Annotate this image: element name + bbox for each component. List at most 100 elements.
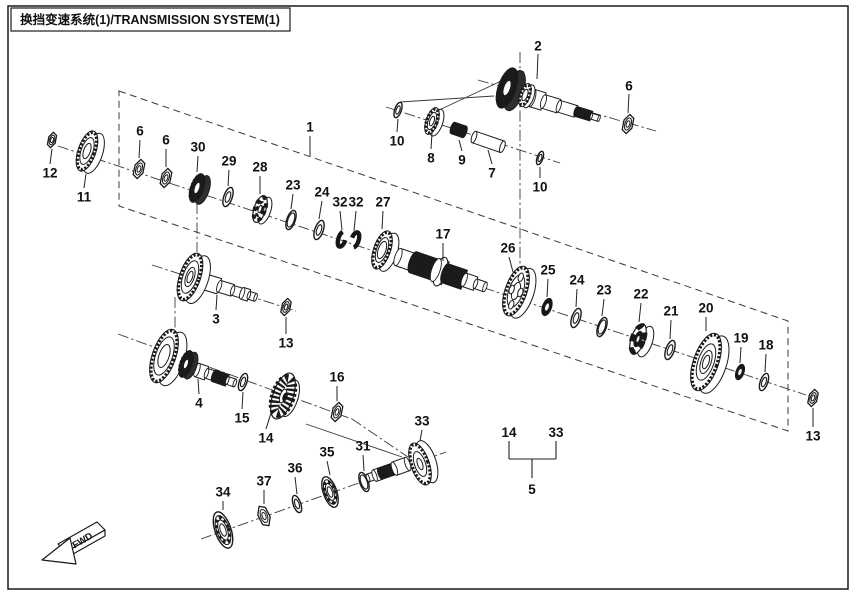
part-nut-13b xyxy=(807,388,819,408)
callout-10: 10 xyxy=(532,167,548,195)
callout-number: 4 xyxy=(195,396,203,411)
callout-number: 25 xyxy=(540,263,556,278)
callout-number: 36 xyxy=(287,461,303,476)
title-box xyxy=(10,7,291,32)
part-gear-20 xyxy=(690,332,730,394)
page-border xyxy=(7,5,849,590)
half-ring xyxy=(335,229,349,249)
shaft-step xyxy=(589,112,594,120)
part-shaft-3-gear xyxy=(176,252,211,304)
callout-10: 10 xyxy=(389,118,405,149)
callout-number: 26 xyxy=(500,241,516,256)
leader-line xyxy=(305,423,403,458)
callout-leader-line xyxy=(138,139,141,159)
callout-leader-line xyxy=(458,139,463,152)
callout-number: 15 xyxy=(234,411,250,426)
cylinder-end xyxy=(449,121,457,135)
callout-leader-line xyxy=(353,210,357,232)
gear-web-hole xyxy=(508,300,515,310)
nut-bore xyxy=(261,511,267,521)
callout-8: 8 xyxy=(427,132,435,166)
part-oring-19 xyxy=(734,363,746,381)
gear-teeth xyxy=(188,173,206,203)
callout-number: 12 xyxy=(42,166,57,181)
callout-15: 15 xyxy=(234,391,250,426)
callout-leader-line xyxy=(339,210,343,231)
callout-23: 23 xyxy=(285,178,301,210)
gear-hub xyxy=(701,354,711,370)
gear-hub xyxy=(521,88,529,102)
callout-11: 11 xyxy=(77,173,92,205)
callout-leader-line xyxy=(508,256,514,273)
shaft-step xyxy=(472,278,479,289)
callout-32: 32 xyxy=(332,195,348,231)
gear-hub xyxy=(376,240,388,260)
part-shaft-4-pinion xyxy=(178,350,199,380)
gear-web-hole xyxy=(508,284,515,295)
bearing-balls xyxy=(214,515,232,545)
callout-leader-line xyxy=(430,132,433,150)
callout-leader-line xyxy=(294,476,298,495)
shaft-step xyxy=(365,473,371,483)
gear-teeth xyxy=(75,130,99,172)
gear-teeth xyxy=(371,230,393,270)
callout-leader-line xyxy=(196,155,199,173)
gear-web-hole xyxy=(517,272,524,282)
washer-inner xyxy=(395,105,401,115)
part-mainshaft-17 xyxy=(393,247,488,293)
callout-number: 6 xyxy=(625,79,633,94)
gear-teeth xyxy=(424,107,440,135)
idler-axis-line xyxy=(385,106,561,164)
nut-bore xyxy=(136,165,142,173)
callout-number: 24 xyxy=(569,273,585,288)
callout-12: 12 xyxy=(42,148,58,181)
part-bearing-34 xyxy=(212,511,234,549)
part-washer-15 xyxy=(237,372,249,392)
oring-bore xyxy=(544,302,550,312)
gear-web-hole xyxy=(517,287,524,298)
nut-bore xyxy=(163,174,169,182)
nut-bore xyxy=(49,136,55,144)
part-snapring-23b xyxy=(596,316,608,338)
callout-36: 36 xyxy=(287,461,303,495)
nut-bore xyxy=(625,120,631,128)
callout-27: 27 xyxy=(375,195,391,230)
shaft-end xyxy=(597,115,601,122)
callout-6: 6 xyxy=(136,124,144,159)
callout-24: 24 xyxy=(314,185,330,220)
callout-number: 32 xyxy=(332,195,347,210)
callout-26: 26 xyxy=(500,241,516,273)
callout-number: 18 xyxy=(758,338,774,353)
callout-number: 19 xyxy=(733,331,748,346)
callout-20: 20 xyxy=(698,301,714,331)
callout-22: 22 xyxy=(633,287,649,323)
callout-leader-line xyxy=(739,346,742,364)
part-bevelgear-14 xyxy=(268,372,300,420)
shaft-step xyxy=(429,258,442,282)
callout-leader-line xyxy=(49,148,53,165)
washer-inner xyxy=(537,153,543,163)
part-gear-30 xyxy=(188,173,211,205)
bracket-part-right: 33 xyxy=(548,425,564,440)
callout-number: 33 xyxy=(414,414,430,429)
callout-24: 24 xyxy=(569,273,585,308)
shaft-step xyxy=(203,368,210,379)
callout-number: 30 xyxy=(190,140,205,155)
callout-leader-line xyxy=(362,454,365,472)
callout-number: 1 xyxy=(306,120,314,135)
washer-inner xyxy=(572,312,580,324)
callout-4: 4 xyxy=(195,378,203,411)
washer-inner xyxy=(224,191,232,203)
callout-number: 13 xyxy=(278,336,294,351)
shaft-step xyxy=(539,94,548,109)
callout-14: 14 xyxy=(258,412,274,446)
callout-number: 23 xyxy=(596,283,612,298)
part-nut-6c xyxy=(621,113,635,135)
shaft-step xyxy=(573,106,579,117)
callout-1: 1 xyxy=(306,120,314,156)
part-gear-26 xyxy=(502,265,537,319)
part-nut-37 xyxy=(257,505,271,527)
shaft-end xyxy=(482,281,488,293)
part-gear-11 xyxy=(75,130,105,174)
callout-6: 6 xyxy=(162,133,170,167)
